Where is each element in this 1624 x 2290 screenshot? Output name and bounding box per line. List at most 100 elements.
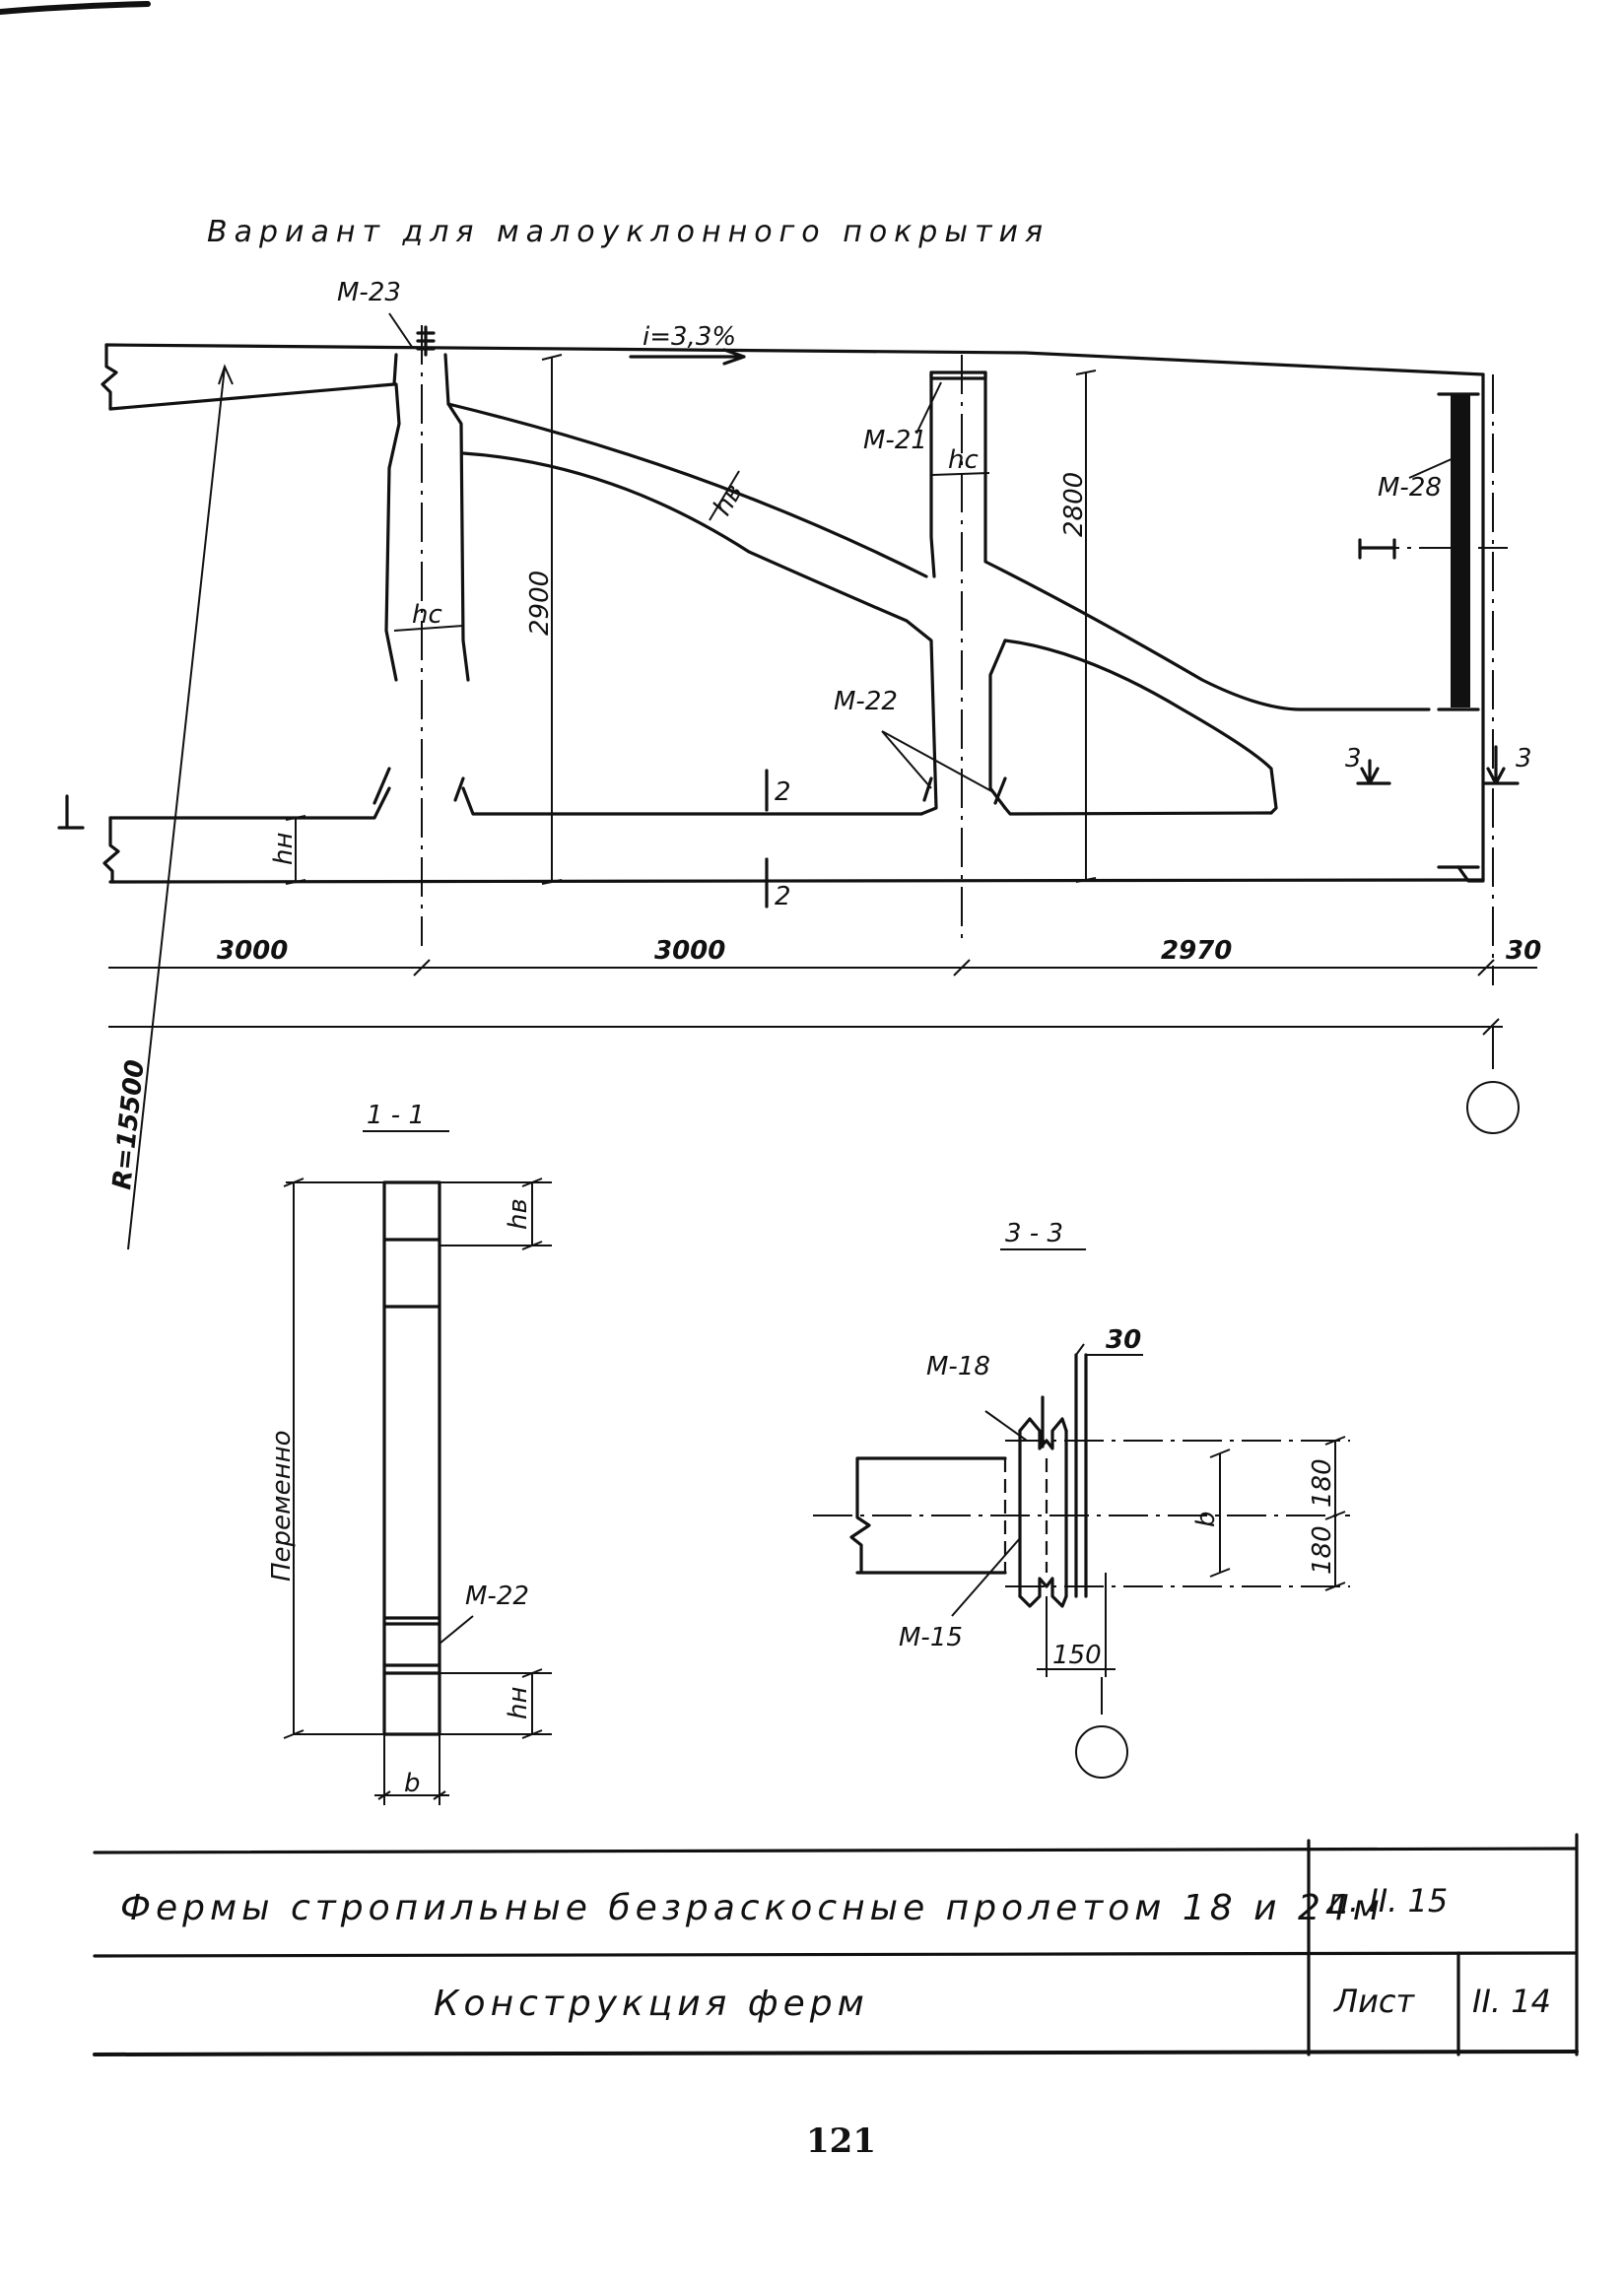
- bottom-end-plate: [1456, 865, 1485, 883]
- hn-label: hн: [269, 833, 299, 865]
- title-block-sheet-label: Лист: [1333, 1983, 1415, 2020]
- truss-elevation: [57, 312, 1537, 1250]
- section-1-1-outline: [382, 1180, 441, 1736]
- axis-bubble-main: [1466, 1081, 1520, 1134]
- section-3-left-label: 3: [1345, 744, 1362, 774]
- section-1-1-b-label: b: [404, 1769, 421, 1798]
- span-4-label: 30: [1506, 936, 1541, 966]
- section-3-3-m15-label: М-15: [899, 1623, 963, 1652]
- section-1-1-ext-lines: [286, 1181, 552, 1735]
- hc-right-label: hс: [948, 445, 979, 475]
- height-left-label: 2900: [525, 571, 555, 636]
- section-3-3-plates: [1018, 1353, 1088, 1598]
- m23-leader: [388, 312, 413, 348]
- section-3-3-30-label: 30: [1106, 1325, 1141, 1355]
- section-1-1-m22-leader: [439, 1615, 474, 1645]
- m21-leader: [915, 381, 942, 435]
- section-3-3-chord: [849, 1456, 1007, 1575]
- span-1-label: 3000: [217, 936, 288, 966]
- section-3-3-b-label: b: [1191, 1511, 1221, 1527]
- height-2800-dim: [1075, 370, 1097, 883]
- section-3-3-b-dim: [1209, 1448, 1231, 1578]
- slope-arrow: [629, 348, 746, 366]
- m21-label: М-21: [863, 426, 927, 455]
- section-1-1-hn-dim: [440, 1668, 552, 1739]
- section-1-1-m22-label: М-22: [465, 1582, 529, 1611]
- m22-leaders: [881, 730, 996, 794]
- section-1-1-hv-label: hв: [504, 1198, 533, 1230]
- top-chord: [104, 343, 1485, 376]
- left-post-right-face: [443, 353, 470, 682]
- section-1-1-b-dim: [374, 1734, 449, 1805]
- span-2-label: 3000: [654, 936, 725, 966]
- title-block-sheet-number: II. 14: [1472, 1983, 1551, 2020]
- title-block-top-line: [93, 1847, 1579, 1854]
- section-3-3-m18-top: [1018, 1417, 1068, 1450]
- section-3-left-mark: [1356, 759, 1391, 785]
- section-3-3-drawing: [813, 1248, 1350, 1779]
- m28-leader: [1408, 457, 1455, 479]
- section-3-3-180-top-label: 180: [1308, 1458, 1337, 1508]
- slope-label: i=3,3%: [643, 322, 736, 352]
- title-block-row1-title: Фермы стропильные безраскосные пролетом …: [120, 1888, 1385, 1928]
- section-1-1-drawing: [283, 1130, 552, 1805]
- section-1-1-hn-label: hн: [504, 1687, 533, 1719]
- variant-heading: Вариант для малоуклонного покрытия: [207, 215, 1049, 249]
- bottom-chord-top-edge: [108, 786, 1273, 820]
- title-block-middle-line: [93, 1951, 1579, 1958]
- hc-right-dim: [931, 472, 990, 476]
- section-3-3-180-bottom-label: 180: [1308, 1525, 1337, 1575]
- section-3-3-150-label: 150: [1052, 1641, 1102, 1670]
- right-post-right-face: [983, 370, 1431, 711]
- section-1-1-inner-lines: [382, 1238, 441, 1675]
- section-3-right-label: 3: [1516, 744, 1532, 774]
- radius-line: [127, 364, 234, 1250]
- bottom-chord-bottom-edge: [108, 878, 1485, 884]
- hc-left-dim: [393, 625, 464, 632]
- top-chord-underside-left: [108, 353, 398, 411]
- dim-ticks: [413, 959, 1500, 1036]
- hv-dim: [709, 470, 740, 521]
- right-post-left-face: [929, 370, 936, 578]
- section-3-right-mark: [1481, 745, 1520, 785]
- title-block-bottom-line: [93, 2050, 1579, 2056]
- right-panel-bottom: [1003, 639, 1278, 815]
- m22-weld-marks: [372, 767, 1007, 805]
- page-number: 121: [806, 2122, 876, 2161]
- section-3-3-180-dims: [1324, 1436, 1346, 1591]
- hn-dim: [285, 815, 306, 885]
- section-1-1-title: 1 - 1: [367, 1101, 425, 1130]
- section-3-3-m15-leader: [951, 1536, 1022, 1617]
- section-3-3-axes: [813, 1440, 1350, 1587]
- section-3-3-m18-leader: [984, 1410, 1028, 1442]
- left-post-left-face: [384, 382, 401, 682]
- section-3-3-m18-label: М-18: [926, 1352, 990, 1381]
- m28-plate: [1451, 394, 1470, 707]
- scan-corner-mark: [0, 1, 151, 15]
- title-block: [93, 1833, 1579, 2056]
- axis-bubble-section: [1075, 1725, 1128, 1779]
- m23-anchor-icon: [416, 325, 436, 357]
- section-1-1-height-dim: [283, 1178, 304, 1739]
- title-block-row2-title: Конструкция ферм: [434, 1984, 869, 2024]
- title-block-row1-code: п. II. 15: [1328, 1882, 1448, 1920]
- m23-label: М-23: [337, 278, 401, 307]
- radius-label: R=15500: [107, 1058, 151, 1191]
- m21-plate: [929, 370, 987, 380]
- section-3-3-150-dim: [1037, 1573, 1116, 1677]
- section-3-3-30-dim: [1075, 1343, 1143, 1356]
- hc-left-label: hс: [412, 600, 442, 630]
- section-3-3-title: 3 - 3: [1005, 1219, 1063, 1248]
- arch-top-edge: [446, 402, 928, 578]
- left-support-mark: [57, 794, 85, 830]
- m28-label: М-28: [1378, 473, 1442, 503]
- height-2900-dim: [541, 354, 563, 885]
- section-1-1-hv-dim: [440, 1178, 552, 1250]
- span-3-label: 2970: [1161, 936, 1232, 966]
- left-break-bottom: [102, 816, 120, 884]
- section-3-3-m18-bottom: [1018, 1577, 1068, 1608]
- m22-label: М-22: [834, 687, 898, 716]
- section-2-bottom-label: 2: [775, 882, 791, 911]
- section-1-1-vertical-label: Переменно: [267, 1430, 297, 1582]
